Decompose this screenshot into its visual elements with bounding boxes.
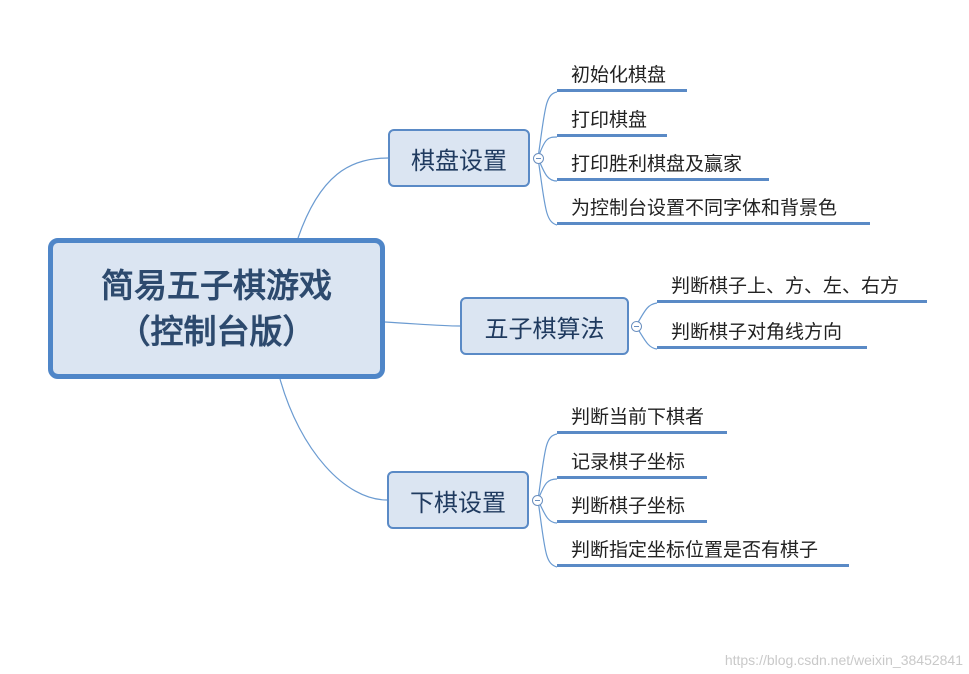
connector-b3-leaf1 [537, 433, 558, 501]
leaf-topic[interactable]: 判断棋子对角线方向 [657, 320, 867, 349]
leaf-topic[interactable]: 判断棋子坐标 [557, 494, 707, 523]
branch-topic-move-setup[interactable]: 下棋设置 [387, 471, 529, 529]
collapse-toggle-icon[interactable] [631, 321, 642, 332]
leaf-topic[interactable]: 打印胜利棋盘及赢家 [557, 152, 769, 181]
root-title-line1: 简易五子棋游戏 [101, 265, 332, 305]
connector-b1-leaf1 [537, 91, 558, 159]
root-title-line2: （控制台版） [117, 311, 316, 351]
branch-label: 下棋设置 [410, 488, 506, 517]
branch-label: 棋盘设置 [411, 146, 507, 175]
connector-b1-leaf4 [537, 157, 558, 226]
connector-root-branch1 [297, 157, 389, 239]
leaf-topic[interactable]: 判断指定坐标位置是否有棋子 [557, 538, 849, 567]
branch-topic-gomoku-algorithm[interactable]: 五子棋算法 [460, 297, 629, 355]
connector-root-branch3 [279, 378, 388, 501]
connector-b3-leaf4 [537, 499, 558, 568]
root-topic[interactable]: 简易五子棋游戏 （控制台版） [48, 238, 385, 379]
collapse-toggle-icon[interactable] [532, 495, 543, 506]
watermark-text: https://blog.csdn.net/weixin_38452841 [724, 652, 963, 668]
leaf-topic[interactable]: 记录棋子坐标 [557, 450, 707, 479]
leaf-topic[interactable]: 初始化棋盘 [557, 63, 687, 92]
leaf-topic[interactable]: 判断当前下棋者 [557, 405, 727, 434]
leaf-topic[interactable]: 为控制台设置不同字体和背景色 [557, 196, 870, 225]
leaf-topic[interactable]: 打印棋盘 [557, 108, 667, 137]
leaf-topic[interactable]: 判断棋子上、方、左、右方 [657, 274, 927, 303]
branch-topic-board-setup[interactable]: 棋盘设置 [388, 129, 530, 187]
branch-label: 五子棋算法 [484, 314, 605, 343]
collapse-toggle-icon[interactable] [533, 153, 544, 164]
connector-root-branch2 [384, 321, 461, 327]
